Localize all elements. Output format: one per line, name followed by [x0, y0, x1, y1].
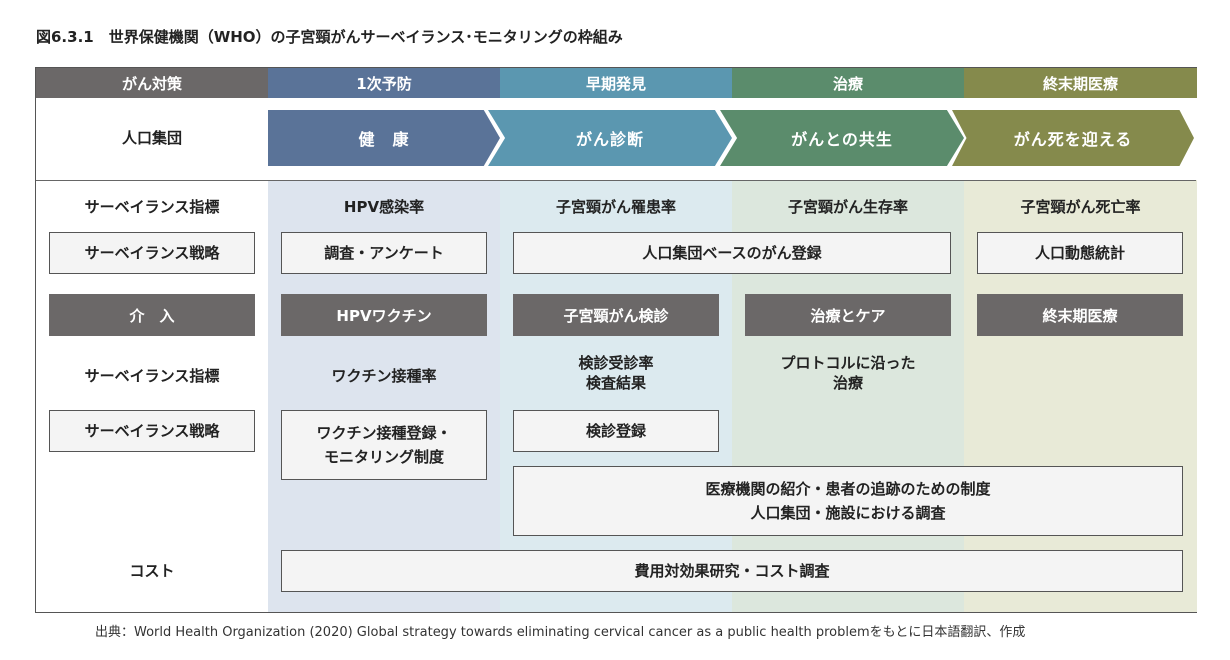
referral-line1: 医療機関の紹介・患者の追跡のための制度 [705, 480, 991, 498]
surveillance-strategy-label-1: サーベイランス戦略 [49, 232, 255, 274]
arrow-cancer-diagnosis-label: がん診断 [575, 130, 644, 149]
arrow-living-with-cancer-label: がんとの共生 [791, 130, 893, 149]
hpv-vaccine-box: HPVワクチン [281, 294, 487, 336]
vital-statistics-box: 人口動態統計 [977, 232, 1183, 274]
vaccination-registry-box: ワクチン接種登録・ モニタリング制度 [281, 410, 487, 480]
end-of-life-care-box: 終末期医療 [977, 294, 1183, 336]
screening-registry-box: 検診登録 [513, 410, 719, 452]
arrow-cancer-diagnosis: がん診断 [488, 110, 732, 166]
referral-line2: 人口集団・施設における調査 [750, 504, 946, 522]
population-label: 人口集団 [121, 128, 182, 147]
intervention-label: 介 入 [49, 294, 255, 336]
treatment-care-box: 治療とケア [745, 294, 951, 336]
header-end-of-life: 終末期医療 [964, 68, 1197, 98]
protocol-line1: プロトコルに沿った [780, 353, 916, 372]
header-early-detection: 早期発見 [500, 68, 732, 98]
referral-followup-box: 医療機関の紹介・患者の追跡のための制度 人口集団・施設における調査 [513, 466, 1183, 536]
vaccination-registry-line1: ワクチン接種登録・ [316, 424, 452, 442]
surveillance-indicator-label-1: サーベイランス指標 [84, 197, 220, 216]
screening-rate: 検診受診率 [578, 353, 654, 372]
section-divider [36, 180, 1196, 181]
cervical-screening-box: 子宮頸がん検診 [513, 294, 719, 336]
surveillance-strategy-label-2: サーベイランス戦略 [49, 410, 255, 452]
vaccination-registry-line2: モニタリング制度 [323, 448, 444, 466]
cervical-cancer-mortality: 子宮頸がん死亡率 [1020, 197, 1141, 216]
cost-label: コスト [129, 561, 175, 580]
arrow-health-label: 健 康 [358, 130, 410, 149]
arrow-cancer-death-label: がん死を迎える [1013, 130, 1133, 149]
hpv-infection-rate: HPV感染率 [343, 197, 425, 216]
source-citation: 出典：World Health Organization (2020) Glob… [95, 625, 1026, 640]
protocol-line2: 治療 [832, 374, 863, 392]
protocol-treatment: プロトコルに沿った 治療 [732, 348, 964, 398]
framework-diagram: がん対策 1次予防 早期発見 治療 終末期医療 人口集団 健 康 がん診断 がん… [35, 67, 1197, 613]
survey-questionnaire-box: 調査・アンケート [281, 232, 487, 274]
header-cancer-control: がん対策 [36, 68, 268, 98]
vaccination-rate: ワクチン接種率 [331, 366, 437, 385]
arrow-health: 健 康 [268, 110, 500, 166]
cancer-registry-box: 人口集団ベースのがん登録 [513, 232, 951, 274]
arrow-living-with-cancer: がんとの共生 [720, 110, 964, 166]
cost-effectiveness-box: 費用対効果研究・コスト調査 [281, 550, 1183, 592]
screening-rate-results: 検診受診率 検査結果 [500, 348, 732, 398]
header-treatment: 治療 [732, 68, 964, 98]
arrow-cancer-death: がん死を迎える [952, 110, 1194, 166]
cervical-cancer-incidence: 子宮頸がん罹患率 [555, 197, 676, 216]
cervical-cancer-survival: 子宮頸がん生存率 [787, 197, 908, 216]
figure-title: 図6.3.1 世界保健機関（WHO）の子宮頸がんサーベイランス･モニタリングの枠… [36, 28, 623, 46]
header-primary-prevention: 1次予防 [268, 68, 500, 98]
test-results: 検査結果 [585, 374, 646, 392]
surveillance-indicator-label-2: サーベイランス指標 [84, 366, 220, 385]
